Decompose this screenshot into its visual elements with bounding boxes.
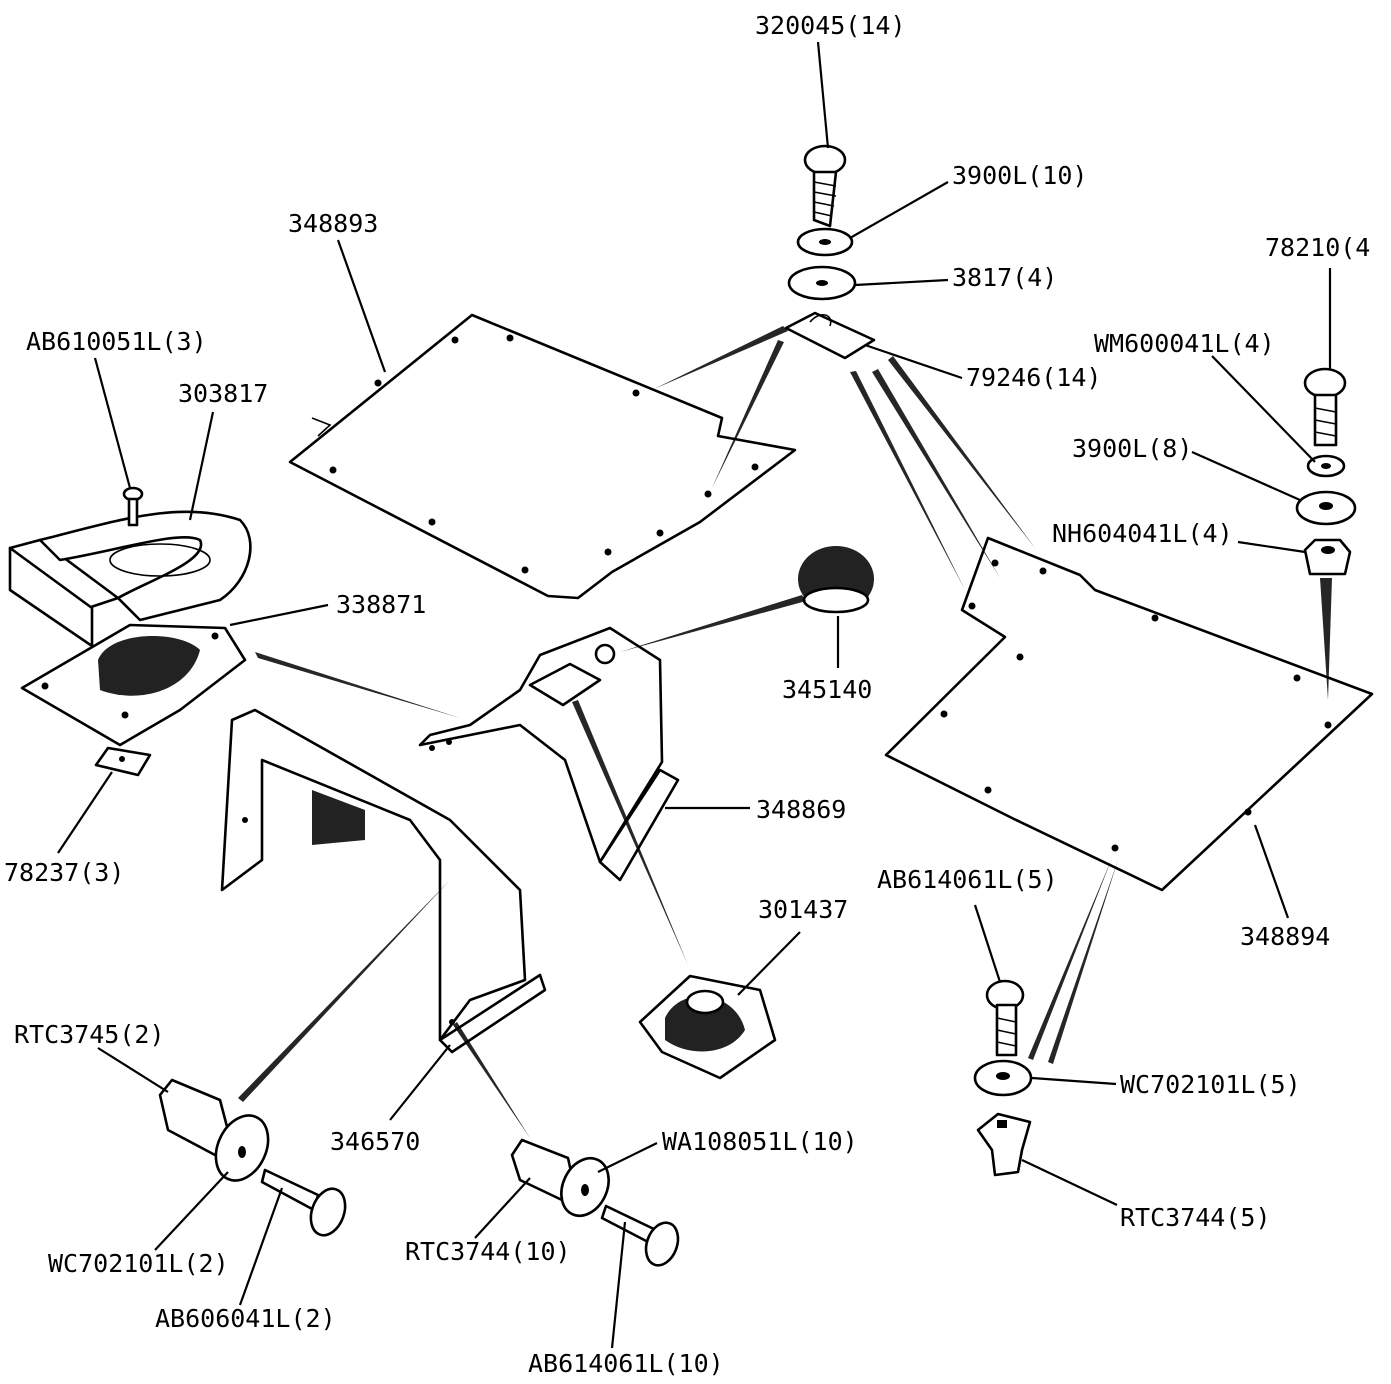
clip-78237 (94, 746, 152, 777)
label-RTC3744-5: RTC3744(5) (1120, 1203, 1271, 1232)
label-348894: 348894 (1240, 922, 1330, 951)
screw-AB614061L-5 (985, 979, 1025, 1057)
label-320045: 320045(14) (755, 11, 906, 40)
plug-345140 (798, 546, 874, 614)
handle-303817 (8, 510, 252, 648)
label-WA108051L: WA108051L(10) (662, 1127, 858, 1156)
washer-3900L-10 (796, 227, 854, 257)
label-338871: 338871 (336, 590, 426, 619)
label-303817: 303817 (178, 379, 268, 408)
washer-WC702101L-5 (973, 1059, 1033, 1097)
tunnel-346570 (220, 708, 547, 1054)
label-3817: 3817(4) (952, 263, 1057, 292)
panel-348893 (288, 313, 797, 600)
nut-NH604041L (1303, 538, 1352, 576)
washer-WM600041L (1306, 454, 1346, 478)
washer-WC702101L-2 (214, 1114, 270, 1182)
assembly-lines (238, 326, 1332, 1138)
label-345140: 345140 (782, 675, 872, 704)
washer-WA108051L (560, 1156, 610, 1218)
grommet-301437 (638, 974, 777, 1080)
label-3900L-10: 3900L(10) (952, 161, 1087, 190)
label-AB610051L: AB610051L(3) (26, 327, 207, 356)
washer-3900L-8 (1295, 490, 1357, 526)
label-79246: 79246(14) (966, 363, 1101, 392)
label-78237: 78237(3) (4, 858, 124, 887)
label-301437: 301437 (758, 895, 848, 924)
leader-lines (57, 41, 1332, 1349)
label-AB614061L-5: AB614061L(5) (877, 865, 1058, 894)
label-348893: 348893 (288, 209, 378, 238)
clip-RTC3744-5 (976, 1112, 1032, 1177)
label-3900L-8: 3900L(8) (1072, 434, 1192, 463)
label-346570: 346570 (330, 1127, 420, 1156)
label-AB614061L-10: AB614061L(10) (528, 1349, 724, 1378)
screw-320045 (803, 144, 847, 228)
label-78210: 78210(4 (1265, 233, 1370, 262)
screw-AB610051L (122, 486, 144, 527)
label-RTC3745: RTC3745(2) (14, 1020, 165, 1049)
base-338871 (20, 623, 247, 747)
label-WM600041L: WM600041L(4) (1094, 329, 1275, 358)
label-NH604041L: NH604041L(4) (1052, 519, 1233, 548)
cover-348869 (418, 626, 680, 882)
part-labels: 320045(14) 3900L(10) 3817(4) 79246(14) 3… (4, 11, 1370, 1378)
panel-348894 (884, 536, 1374, 892)
screw-AB606041L (260, 1168, 347, 1237)
washer-3817 (787, 265, 857, 301)
screw-AB614061L-10 (600, 1204, 680, 1267)
label-348869: 348869 (756, 795, 846, 824)
screw-78210 (1303, 367, 1347, 447)
label-WC702101L-2: WC702101L(2) (48, 1249, 229, 1278)
clip-79246 (784, 311, 876, 360)
label-RTC3744-10: RTC3744(10) (405, 1237, 571, 1266)
label-AB606041L: AB606041L(2) (155, 1304, 336, 1333)
label-WC702101L-5: WC702101L(5) (1120, 1070, 1301, 1099)
